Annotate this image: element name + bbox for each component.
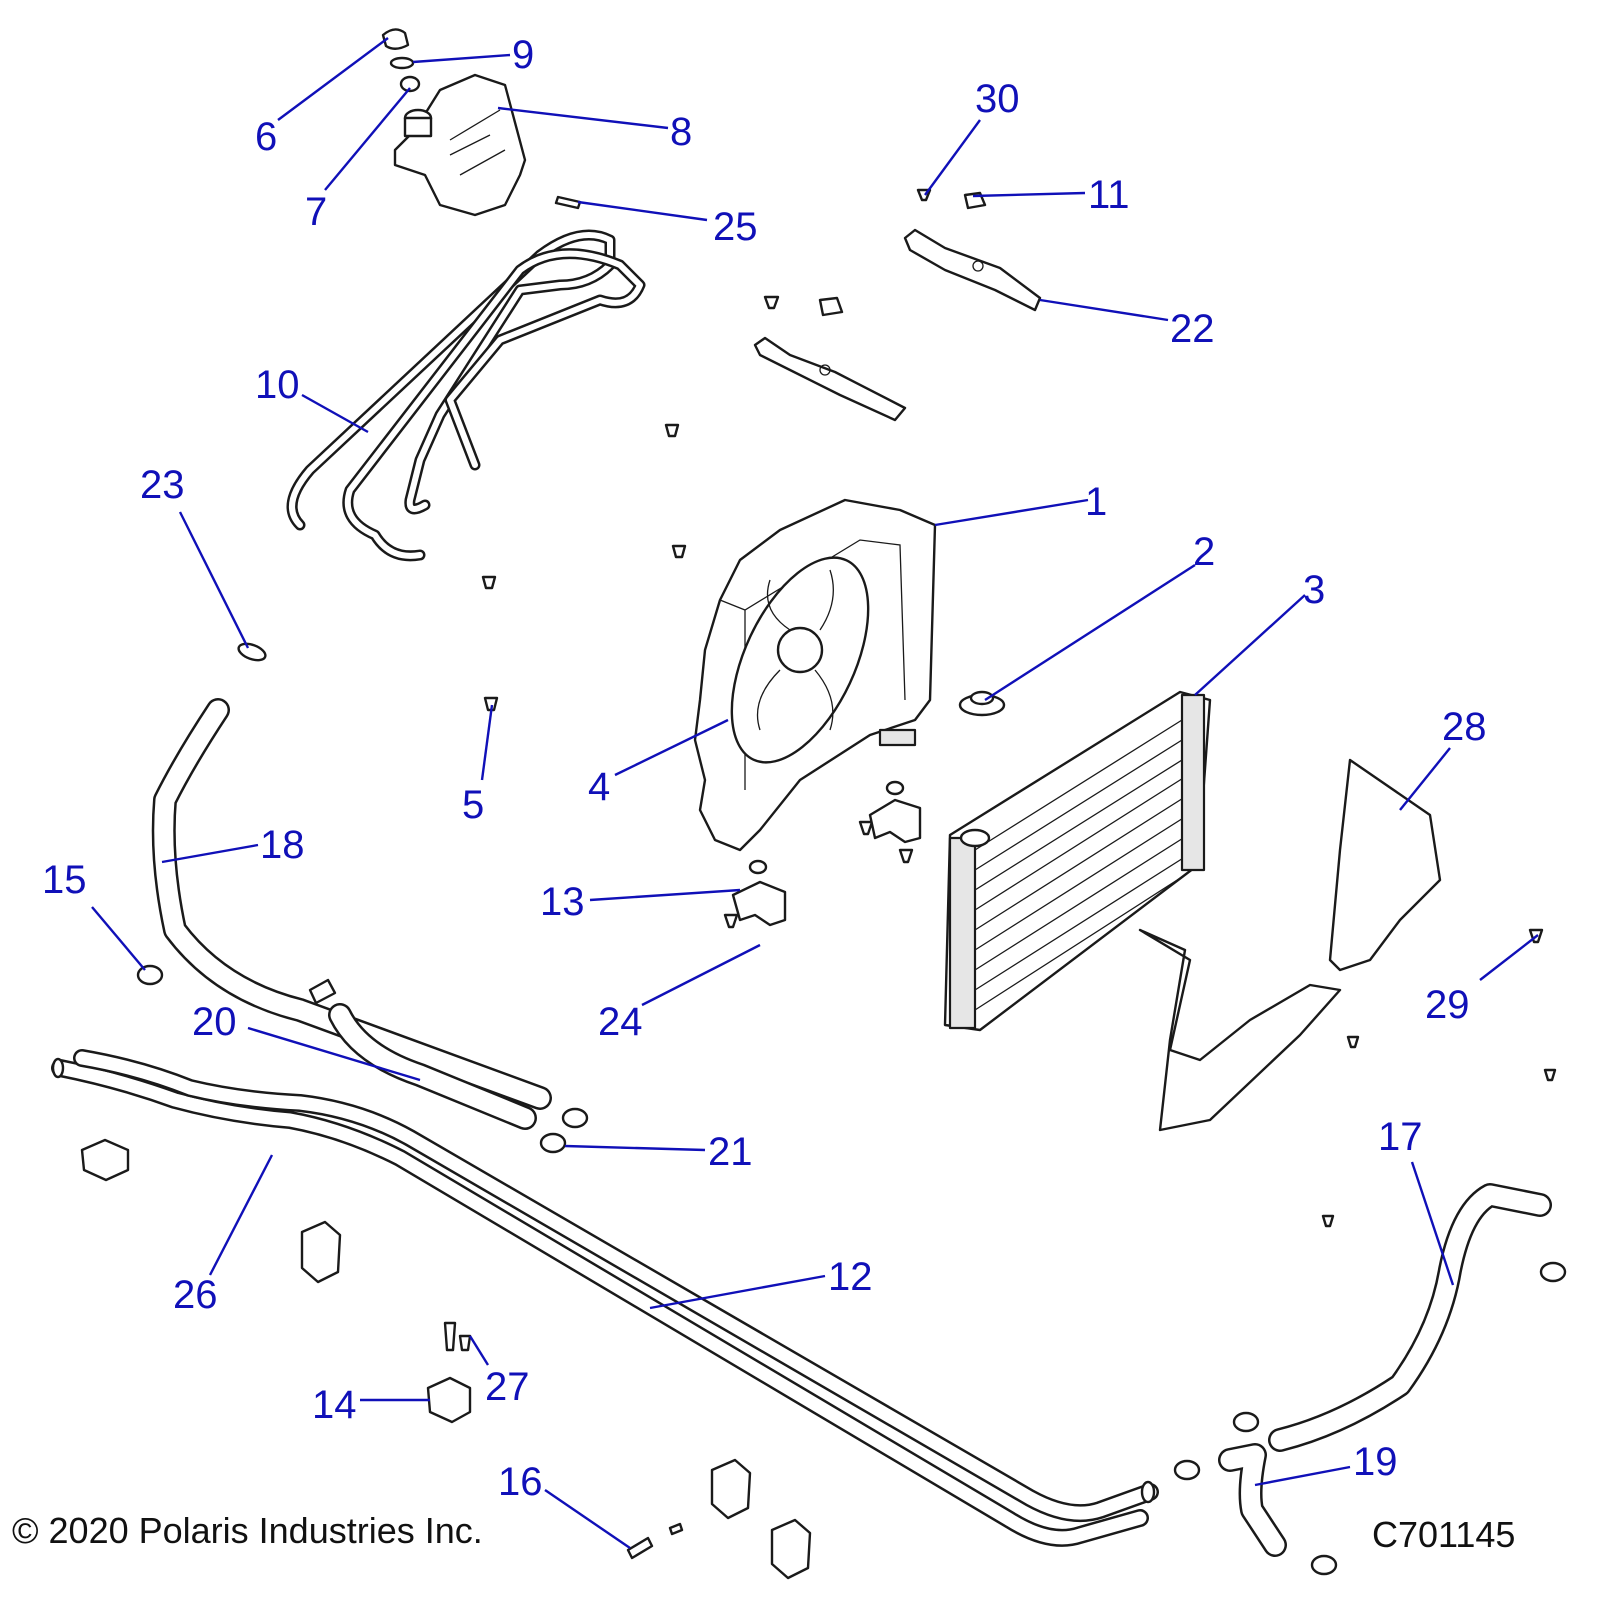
- leader-28: [1399, 747, 1451, 811]
- sensor-fitting: [308, 978, 337, 1005]
- leader-8: [497, 106, 669, 130]
- callout-8: 8: [670, 110, 692, 154]
- bracket-13: [731, 859, 787, 927]
- bolt-16: [626, 1522, 684, 1560]
- leader-22: [1039, 298, 1169, 322]
- callout-29: 29: [1425, 983, 1470, 1027]
- leader-10: [301, 393, 369, 434]
- coolant-pipe-26: [51, 1059, 1149, 1547]
- callout-14: 14: [312, 1383, 357, 1427]
- elbow-hose-19: [1218, 1443, 1287, 1557]
- leader-18: [161, 843, 259, 864]
- leader-5: [480, 704, 494, 781]
- mounting-bracket-22: [903, 228, 1042, 312]
- callout-9: 9: [512, 33, 534, 77]
- callout-25: 25: [713, 205, 758, 249]
- reservoir-cap-6: [381, 28, 410, 50]
- overflow-tube-10: [286, 229, 646, 562]
- callout-6: 6: [255, 115, 277, 159]
- leader-25: [577, 200, 708, 222]
- leader-19: [1254, 1465, 1351, 1487]
- leader-20: [247, 1026, 421, 1082]
- callout-24: 24: [598, 1000, 643, 1044]
- copyright-notice: © 2020 Polaris Industries Inc.: [12, 1510, 483, 1551]
- callout-5: 5: [462, 783, 484, 827]
- callout-23: 23: [140, 463, 185, 507]
- callout-10: 10: [255, 363, 300, 407]
- leader-11: [972, 191, 1086, 198]
- coolant-pipe-12: [51, 1049, 1159, 1523]
- callout-20: 20: [192, 1000, 237, 1044]
- bolt-misc: [481, 295, 1557, 1228]
- leader-4: [614, 718, 729, 777]
- callout-22: 22: [1170, 307, 1215, 351]
- leader-26: [208, 1154, 274, 1276]
- radiator-hose-18: [151, 698, 552, 1110]
- callout-17: 17: [1378, 1115, 1423, 1159]
- callout-16: 16: [498, 1460, 543, 1504]
- pipe-clamp-14: [426, 1376, 472, 1424]
- leader-24: [641, 943, 761, 1007]
- bolt-27: [443, 1321, 472, 1352]
- callout-12: 12: [828, 1255, 873, 1299]
- radiator-hose-20: [328, 1003, 537, 1130]
- callout-26: 26: [173, 1273, 218, 1317]
- leader-6: [277, 37, 389, 121]
- hose-clamp-lower: [1173, 1261, 1567, 1576]
- air-duct-28: [1138, 758, 1442, 1132]
- hose-clamp-21: [539, 1107, 589, 1154]
- leader-9: [412, 53, 511, 64]
- figure-id: C701145: [1372, 1514, 1516, 1555]
- cooling-fan-4: [730, 556, 870, 764]
- callout-2: 2: [1193, 530, 1215, 574]
- leader-27: [468, 1335, 490, 1366]
- mounting-bracket-lower: [753, 336, 907, 422]
- callout-11: 11: [1088, 173, 1130, 217]
- callout-3: 3: [1303, 568, 1325, 612]
- callout-1: 1: [1085, 480, 1107, 524]
- leader-23: [178, 511, 250, 649]
- leader-2: [984, 563, 1196, 702]
- callout-15: 15: [42, 858, 87, 902]
- bracket-upper-right: [868, 780, 922, 844]
- callout-27: 27: [485, 1365, 530, 1409]
- plug-7: [399, 75, 421, 93]
- pipe-clamp-set: [80, 1138, 812, 1580]
- leader-16: [544, 1489, 631, 1549]
- radiator-hose-17: [1268, 1183, 1552, 1452]
- washer-9: [389, 56, 415, 70]
- leader-29: [1479, 934, 1539, 981]
- radiator-cap-2: [958, 690, 1006, 717]
- leader-13: [589, 888, 741, 902]
- callout-18: 18: [260, 823, 305, 867]
- callout-21: 21: [708, 1130, 753, 1174]
- callout-30: 30: [975, 77, 1020, 121]
- radiator-3: [943, 690, 1212, 1032]
- callout-19: 19: [1353, 1440, 1398, 1484]
- leader-1: [934, 498, 1089, 527]
- callout-4: 4: [588, 765, 610, 809]
- leader-3: [1194, 594, 1306, 696]
- leader-21: [564, 1144, 706, 1152]
- hose-clamp-15: [136, 964, 164, 986]
- hose-clamp-23: [237, 642, 267, 662]
- leader-30: [924, 119, 981, 196]
- leader-15: [91, 906, 146, 971]
- leader-7: [324, 87, 411, 191]
- coolant-reservoir-8: [393, 73, 527, 217]
- leader-12: [649, 1274, 826, 1310]
- leader-17: [1410, 1161, 1455, 1286]
- callout-7: 7: [305, 190, 327, 234]
- fitting-25: [554, 195, 582, 210]
- callout-13: 13: [540, 880, 585, 924]
- callout-28: 28: [1442, 705, 1487, 749]
